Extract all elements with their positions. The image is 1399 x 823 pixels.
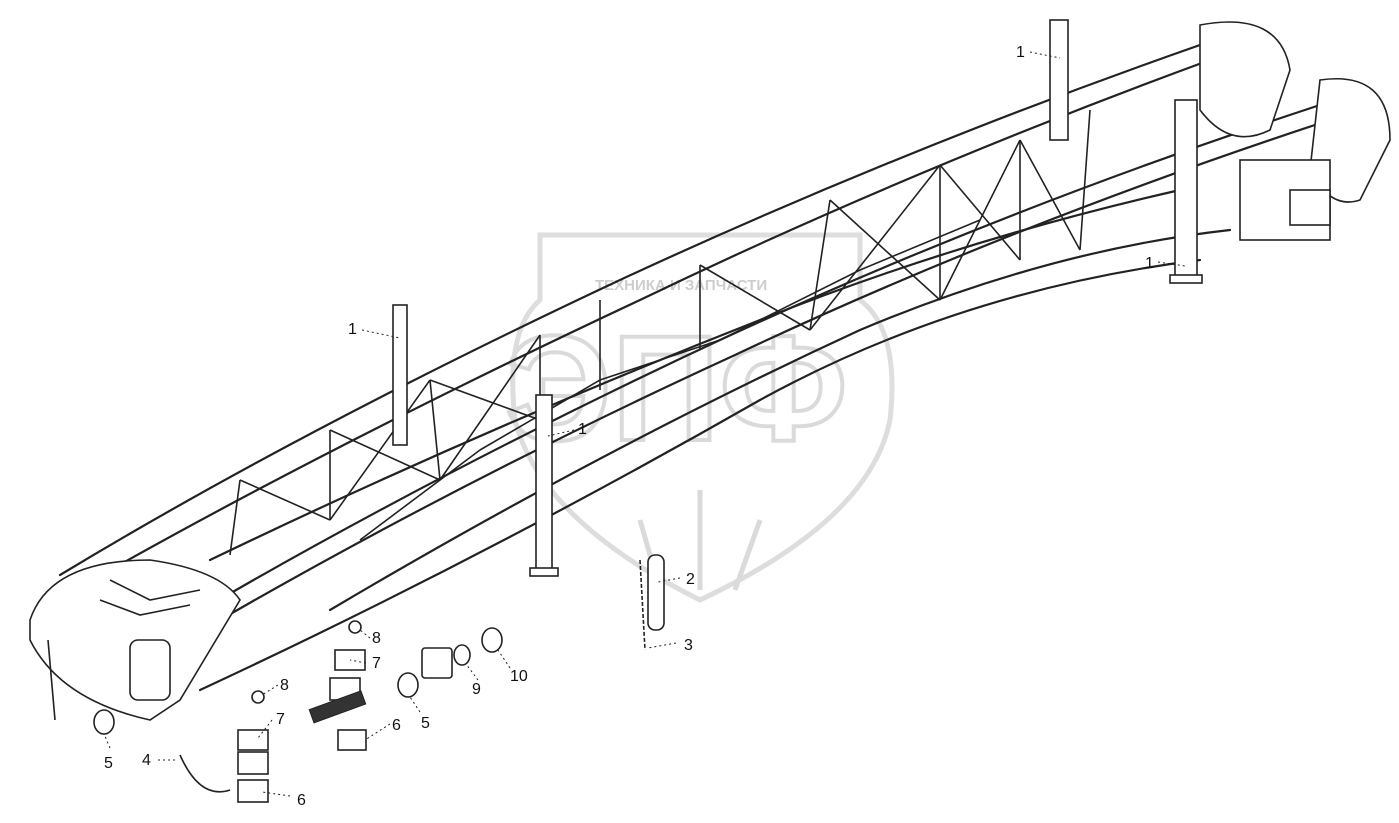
callout-5-right: 5: [421, 715, 430, 732]
callout-9: 9: [472, 681, 481, 698]
callout-4: 4: [142, 752, 151, 769]
callout-8-lower: 8: [280, 677, 289, 694]
bolt-part-8: [348, 620, 362, 634]
callout-1-top-right: 1: [1016, 44, 1025, 61]
watermark-caption: ТЕХНИКА И ЗАПЧАСТИ: [595, 277, 767, 294]
callout-8-upper: 8: [372, 630, 381, 647]
callout-7-lower: 7: [276, 711, 285, 728]
callout-6-bottom: 6: [297, 792, 306, 809]
callout-1-right: 1: [1145, 255, 1154, 272]
callout-6-mid: 6: [392, 717, 401, 734]
callout-5-left: 5: [104, 755, 113, 772]
leader-lines: [103, 51, 1186, 797]
clamp-part-6-mid: [337, 729, 367, 751]
hose-part-4: [179, 754, 231, 793]
callout-7-upper: 7: [372, 655, 381, 672]
callout-1-center: 1: [578, 421, 587, 438]
callouts: 1 1 1 1 2 3 4 5 5 6 6 7 7 8 8 9 10: [104, 44, 1154, 809]
washer-part-9: [453, 644, 471, 666]
callout-2: 2: [686, 571, 695, 588]
callout-3: 3: [684, 637, 693, 654]
bolt-part-8-lower: [251, 690, 265, 704]
boom-frame: [58, 43, 1332, 692]
watermark: ЭПФ ТЕХНИКА И ЗАПЧАСТИ: [503, 232, 895, 603]
fitting-part-5: [397, 672, 419, 698]
clamp-part-6-bottom: [237, 779, 269, 803]
boom-tip: [29, 559, 241, 721]
clamp-part-7-lower: [237, 729, 269, 751]
fitting-part-5-left: [93, 709, 115, 735]
watermark-shield: [510, 232, 895, 603]
pivot-brackets: [1199, 21, 1391, 241]
clamp-part-6-lower: [237, 751, 269, 775]
hose-guide-part: [308, 690, 367, 724]
bushing-part: [421, 647, 453, 679]
pin-and-chain: [639, 554, 665, 651]
watermark-letters: ЭПФ: [505, 304, 848, 472]
support-leg-center: [392, 304, 559, 577]
nut-part-10: [481, 627, 503, 653]
callout-1-left: 1: [348, 321, 357, 338]
support-leg-top-right: [1049, 19, 1203, 284]
callout-10: 10: [510, 668, 528, 685]
